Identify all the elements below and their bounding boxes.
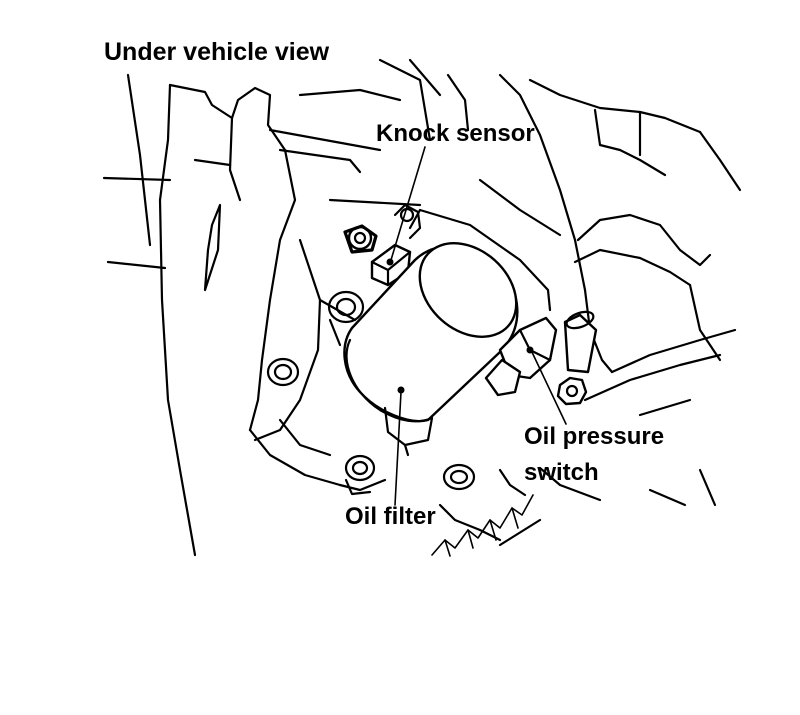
oil-pressure-switch — [484, 310, 598, 406]
oil-pressure-switch-label-line2: switch — [524, 459, 599, 486]
oil-filter-leader — [394, 391, 402, 506]
callout-leaders — [390, 146, 567, 506]
oil-pressure-switch-label-line1: Oil pressure — [524, 423, 665, 450]
knock-sensor-label: Knock sensor — [376, 120, 535, 147]
knock-sensor-leader — [390, 146, 426, 261]
oil-filter — [343, 208, 552, 457]
oil-pressure-switch-leader — [530, 349, 567, 425]
mounting-bosses — [266, 290, 476, 496]
view-title: Under vehicle view — [104, 38, 330, 66]
engine-block-outline — [102, 58, 742, 557]
oil-filter-label: Oil filter — [345, 503, 436, 530]
